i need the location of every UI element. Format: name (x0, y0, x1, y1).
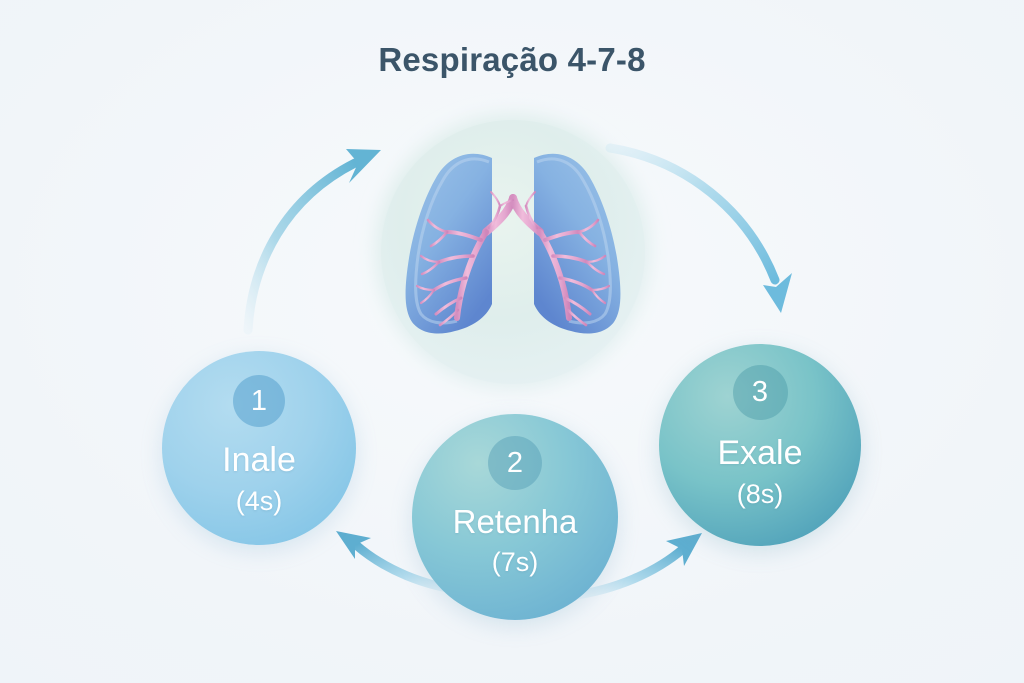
arrow-inhale-to-lungs (243, 149, 381, 335)
step-circle-inhale[interactable]: 1 Inale (4s) (162, 351, 356, 545)
arrow-hold-to-exhale (565, 533, 702, 601)
step-circle-exhale[interactable]: 3 Exale (8s) (659, 344, 861, 546)
step-label-inhale: Inale (222, 441, 296, 479)
step-number-badge-3: 3 (732, 365, 788, 420)
step-circle-hold[interactable]: 2 Retenha (7s) (412, 414, 618, 620)
step-number-badge-2: 2 (488, 436, 542, 490)
step-label-exhale: Exale (717, 434, 803, 472)
step-duration-exhale: (8s) (736, 479, 784, 509)
bronchial-tree (415, 122, 611, 327)
step-duration-hold: (7s) (491, 547, 539, 577)
step-number-badge-1: 1 (233, 375, 285, 427)
arrow-lungs-to-exhale (605, 143, 792, 313)
step-label-hold: Retenha (452, 503, 578, 540)
page-title: Respiração 4-7-8 (378, 41, 646, 78)
step-duration-inhale: (4s) (235, 486, 283, 516)
